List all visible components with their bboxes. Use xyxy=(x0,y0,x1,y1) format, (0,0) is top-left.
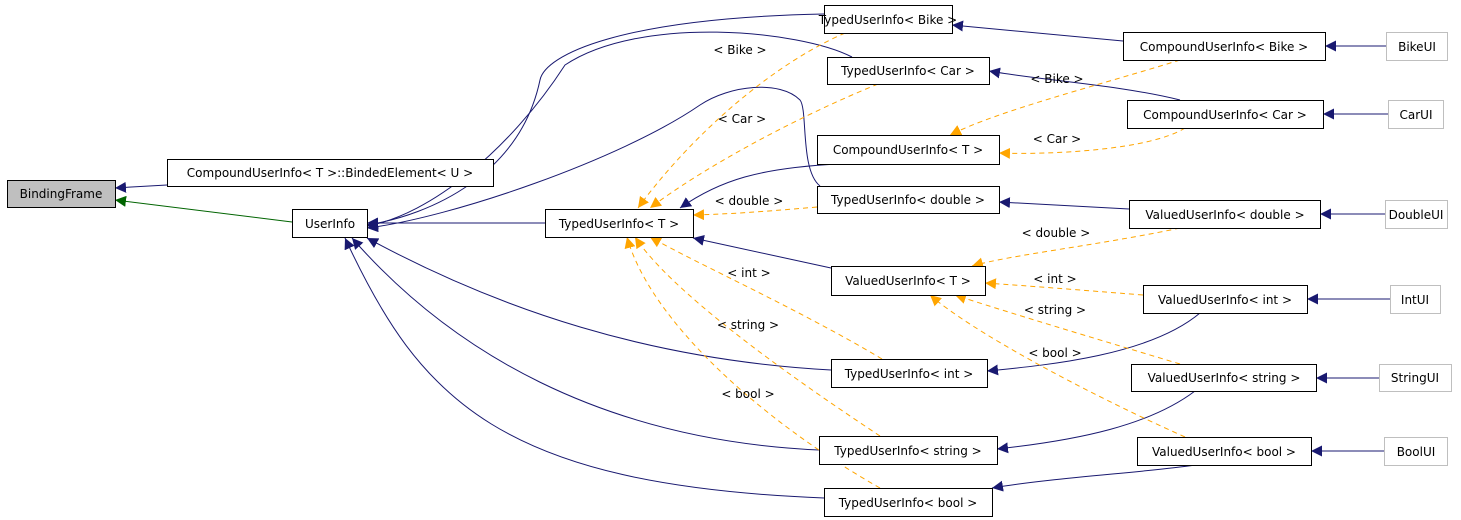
node-label: UserInfo xyxy=(305,217,355,231)
edge-valued-int-to-valued-t xyxy=(984,278,1144,296)
node-typed-t[interactable]: TypedUserInfo< T > xyxy=(545,209,694,238)
node-label: ValuedUserInfo< T > xyxy=(845,274,971,288)
edge-label: < string > xyxy=(1024,303,1086,317)
edge-typed-car-to-user-info xyxy=(366,31,853,230)
edge-valued-int-to-typed-int xyxy=(986,312,1201,376)
node-label: ValuedUserInfo< double > xyxy=(1145,208,1304,222)
node-compound-t[interactable]: CompoundUserInfo< T > xyxy=(817,135,1000,165)
edge-label: < string > xyxy=(717,318,779,332)
edge-typed-bool-to-user-info xyxy=(344,237,825,499)
node-label: CompoundUserInfo< T > xyxy=(833,143,983,157)
node-bike-ui[interactable]: BikeUI xyxy=(1386,32,1448,61)
edge-typed-int-to-user-info xyxy=(366,237,832,371)
edge-binded-element-to-binding-frame xyxy=(114,181,168,193)
node-label: CompoundUserInfo< Bike > xyxy=(1140,40,1308,54)
edge-compound-car-to-compound-t xyxy=(998,127,1186,159)
node-typed-bool[interactable]: TypedUserInfo< bool > xyxy=(824,488,993,517)
node-string-ui[interactable]: StringUI xyxy=(1379,364,1452,392)
edge-label: < Bike > xyxy=(713,43,766,57)
node-label: ValuedUserInfo< bool > xyxy=(1152,445,1296,459)
edge-label: < Car > xyxy=(718,112,766,126)
node-int-ui[interactable]: IntUI xyxy=(1390,285,1441,314)
edge-typed-double-to-typed-t xyxy=(692,206,818,221)
edge-label: < Bike > xyxy=(1030,72,1083,86)
edge-label: < int > xyxy=(727,266,770,280)
node-binded-element[interactable]: CompoundUserInfo< T >::BindedElement< U … xyxy=(167,159,494,187)
node-label: TypedUserInfo< int > xyxy=(844,367,974,381)
edge-label: < double > xyxy=(715,194,784,208)
edge-typed-bike-to-user-info xyxy=(366,13,825,229)
node-compound-car[interactable]: CompoundUserInfo< Car > xyxy=(1127,100,1324,129)
edge-valued-double-to-typed-double xyxy=(998,197,1130,210)
node-label: ValuedUserInfo< string > xyxy=(1148,371,1301,385)
node-label: TypedUserInfo< string > xyxy=(833,444,981,458)
node-typed-bike[interactable]: TypedUserInfo< Bike > xyxy=(818,5,957,34)
node-label: BikeUI xyxy=(1398,40,1436,54)
node-valued-string[interactable]: ValuedUserInfo< string > xyxy=(1131,364,1317,392)
node-label: TypedUserInfo< Car > xyxy=(840,64,975,78)
node-label: CompoundUserInfo< T >::BindedElement< U … xyxy=(187,166,473,180)
node-typed-string[interactable]: TypedUserInfo< string > xyxy=(819,436,998,465)
edge-label: < double > xyxy=(1022,226,1091,240)
node-label: CompoundUserInfo< Car > xyxy=(1143,108,1307,122)
edge-typed-car-to-typed-t xyxy=(649,83,879,209)
edge-compound-t-to-user-info xyxy=(366,86,821,233)
edge-compound-t-to-typed-t xyxy=(679,163,839,209)
node-valued-int[interactable]: ValuedUserInfo< int > xyxy=(1143,285,1308,314)
node-compound-bike[interactable]: CompoundUserInfo< Bike > xyxy=(1123,32,1326,61)
nodes: BindingFrame CompoundUserInfo< T >::Bind… xyxy=(7,5,1452,517)
edges xyxy=(114,13,1390,499)
edge-label: < int > xyxy=(1033,272,1076,286)
node-label: StringUI xyxy=(1391,371,1439,385)
edge-typed-int-to-typed-t xyxy=(649,236,883,360)
edge-typed-bike-to-typed-t xyxy=(637,32,846,209)
node-double-ui[interactable]: DoubleUI xyxy=(1385,200,1448,229)
edge-valued-bool-to-typed-bool xyxy=(991,464,1196,492)
node-typed-double[interactable]: TypedUserInfo< double > xyxy=(817,186,1000,214)
node-valued-bool[interactable]: ValuedUserInfo< bool > xyxy=(1137,437,1312,466)
node-valued-t[interactable]: ValuedUserInfo< T > xyxy=(831,266,986,296)
edge-label: < bool > xyxy=(721,387,774,401)
edge-valued-bool-to-valued-t xyxy=(929,294,1186,438)
node-user-info[interactable]: UserInfo xyxy=(292,209,368,238)
node-bool-ui[interactable]: BoolUI xyxy=(1384,437,1448,466)
node-label: TypedUserInfo< double > xyxy=(830,193,985,207)
edge-typed-string-to-typed-t xyxy=(634,236,881,437)
edge-valued-t-to-typed-t xyxy=(692,234,832,269)
node-label: BoolUI xyxy=(1397,445,1436,459)
edge-compound-bike-to-compound-t xyxy=(949,59,1181,136)
node-binding-frame[interactable]: BindingFrame xyxy=(7,180,116,208)
node-label: CarUI xyxy=(1400,108,1433,122)
node-label: TypedUserInfo< bool > xyxy=(838,496,978,510)
node-typed-car[interactable]: TypedUserInfo< Car > xyxy=(827,57,990,85)
edge-user-info-to-binding-frame xyxy=(114,195,293,223)
edge-label: < bool > xyxy=(1028,346,1081,360)
node-label: ValuedUserInfo< int > xyxy=(1158,293,1292,307)
node-valued-double[interactable]: ValuedUserInfo< double > xyxy=(1129,200,1321,229)
node-label: TypedUserInfo< T > xyxy=(558,217,679,231)
edge-valued-double-to-valued-t xyxy=(971,227,1181,269)
node-label: IntUI xyxy=(1401,293,1429,307)
edge-valued-string-to-typed-string xyxy=(996,390,1196,454)
node-typed-int[interactable]: TypedUserInfo< int > xyxy=(831,359,988,388)
node-label: DoubleUI xyxy=(1389,208,1444,222)
node-label: TypedUserInfo< Bike > xyxy=(818,13,957,27)
edge-typed-string-to-user-info xyxy=(351,237,820,451)
edge-label: < Car > xyxy=(1033,132,1081,146)
edge-compound-bike-to-typed-bike xyxy=(951,20,1124,42)
node-label: BindingFrame xyxy=(20,187,103,201)
edge-labels: < Bike > < Car > < double > < int > < st… xyxy=(713,43,1090,401)
node-car-ui[interactable]: CarUI xyxy=(1388,100,1444,129)
edge-compound-car-to-typed-car xyxy=(988,67,1181,101)
